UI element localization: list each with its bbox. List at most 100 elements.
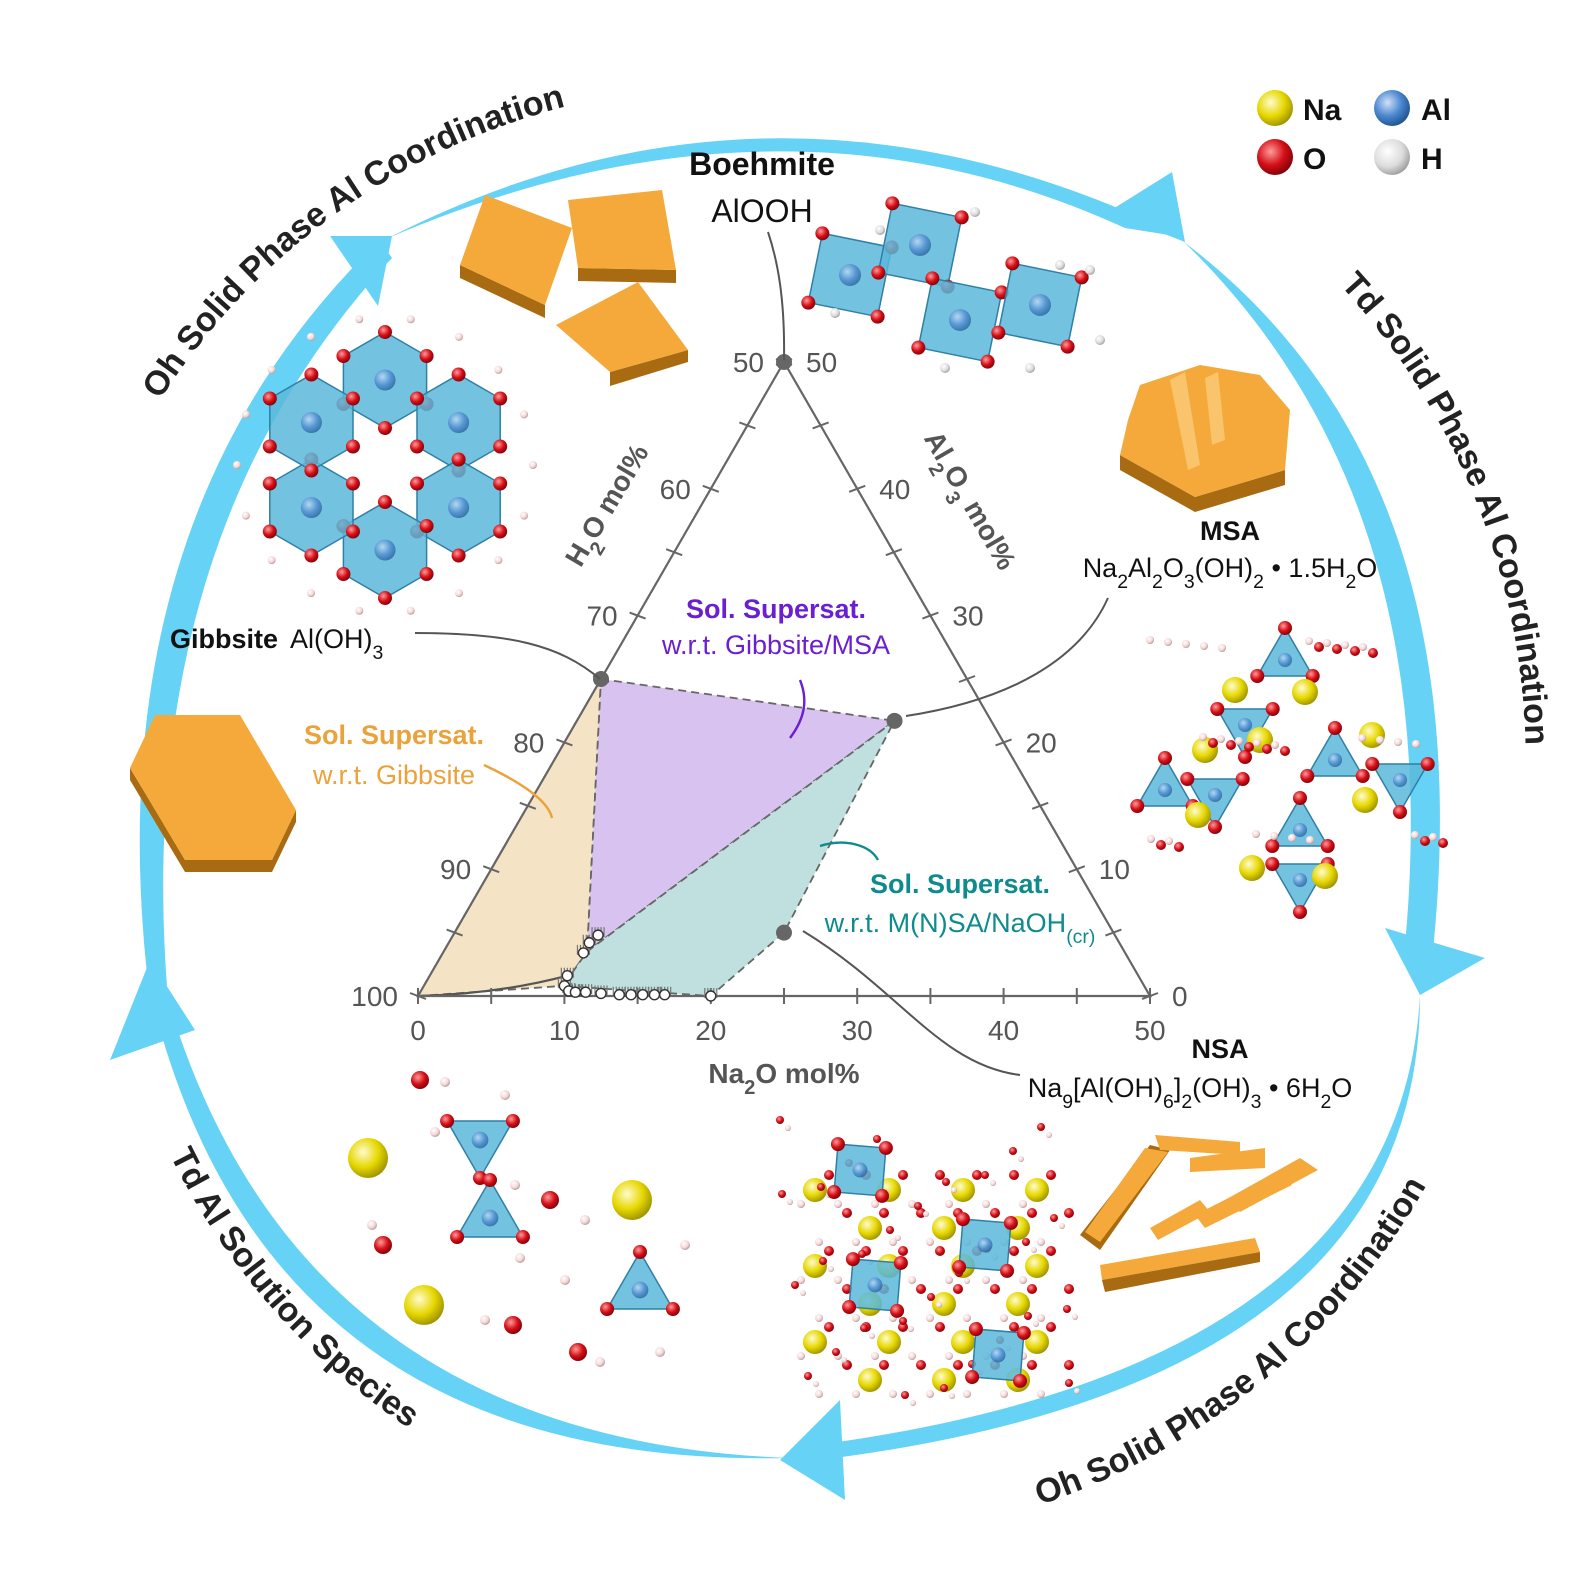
o-atom (1320, 839, 1335, 853)
h-atom (655, 1347, 665, 1357)
h-atom (797, 1200, 805, 1208)
o-atom (886, 1226, 894, 1234)
solubility-point (569, 986, 582, 998)
boehmite-phase-point (776, 354, 792, 370)
o-atom (990, 1208, 1000, 1218)
left-axis-tick (702, 484, 720, 493)
al-atom (300, 496, 322, 519)
gibbsite-region-title: Sol. Supersat. (304, 720, 484, 750)
h-atom (945, 1352, 953, 1360)
right-axis-tick (958, 675, 976, 683)
o-atom (1065, 1379, 1073, 1387)
o-atom (927, 1293, 935, 1301)
h-atom (869, 1333, 875, 1339)
o-atom (1156, 840, 1166, 850)
h-atom (940, 363, 950, 373)
cycle-arrowhead-top (1108, 172, 1185, 242)
crystal-illustrations (130, 190, 1318, 1292)
o-atom (879, 1208, 889, 1218)
solubility-point (648, 989, 661, 1001)
al-atom (1327, 752, 1343, 768)
o-atom (262, 439, 277, 454)
na-atom (404, 1285, 444, 1325)
o-atom (1022, 1238, 1030, 1246)
h-atom (787, 1199, 793, 1205)
h-atom (595, 1357, 605, 1367)
leader-lines (414, 231, 1109, 1076)
o-atom (1244, 742, 1254, 752)
h-atom (455, 332, 463, 341)
o-atom (952, 1260, 967, 1275)
o-atom (791, 1281, 799, 1289)
o-atom (1350, 646, 1360, 656)
legend-al-label: Al (1421, 94, 1451, 127)
o-atom (1208, 820, 1222, 834)
o-atom (541, 1191, 559, 1209)
o-atom (345, 524, 360, 539)
right-tick-label: 30 (952, 601, 983, 632)
o-atom (901, 1391, 909, 1399)
left-axis-tick (629, 611, 646, 620)
o-atom (1005, 256, 1020, 271)
h-atom (307, 332, 315, 341)
gibbsite-label: Gibbsite Al(OH)3 (170, 624, 383, 664)
h-atom (923, 1211, 929, 1217)
cycle-arrowhead-bottom (780, 1400, 845, 1500)
legend-na-sphere (1257, 90, 1293, 126)
o-atom (776, 1116, 784, 1124)
nsa-name: NSA (1191, 1034, 1248, 1064)
h-atom (1235, 737, 1243, 745)
o-atom (1420, 757, 1435, 771)
h-atom (813, 1381, 819, 1387)
na-atom (932, 1216, 956, 1240)
o-atom (451, 367, 466, 382)
cycle-arrowhead-right (1385, 928, 1485, 995)
h-atom (1085, 265, 1095, 275)
al-atom (990, 1347, 1006, 1363)
o-atom (824, 1170, 834, 1180)
cycle-arrowhead-left (110, 960, 195, 1060)
o-atom (879, 1360, 889, 1370)
o-atom (916, 1360, 926, 1370)
h-atom (406, 606, 415, 615)
h-atom (815, 1314, 823, 1322)
na-atom (1239, 855, 1265, 881)
h-atom (1394, 738, 1402, 746)
gibbsite-phase-point (593, 671, 609, 687)
o-atom (262, 391, 277, 406)
legend-na-label: Na (1303, 94, 1342, 127)
h-atom (828, 1266, 834, 1272)
h-atom (1019, 1200, 1027, 1208)
o-atom (1009, 1246, 1019, 1256)
bottom-axis-title: Na2O mol% (708, 1058, 859, 1099)
al-atom (949, 309, 971, 331)
cycle-arrow-upper-left (139, 240, 392, 1000)
o-atom (374, 1236, 392, 1254)
h-atom (797, 1352, 805, 1360)
o-atom (378, 325, 392, 339)
o-atom (1328, 721, 1342, 735)
o-atom (304, 548, 319, 563)
msa-formula: Na2Al2O3(OH)2 • 1.5H2O (1083, 553, 1378, 593)
nsa-phase-point (776, 924, 792, 941)
o-atom (804, 1372, 812, 1380)
h-atom (926, 1238, 934, 1246)
o-atom (860, 1324, 868, 1332)
left-axis-tick (665, 548, 683, 557)
h-atom (1429, 833, 1437, 841)
o-atom (898, 1246, 908, 1256)
o-atom (1064, 1360, 1074, 1370)
o-atom (1046, 1170, 1056, 1180)
o-atom (1355, 769, 1370, 783)
h-atom (1164, 638, 1172, 646)
h-atom (241, 511, 250, 520)
o-atom (858, 1250, 866, 1258)
na-atom (1222, 677, 1248, 703)
al-atom (448, 496, 470, 519)
h-atom (908, 1352, 916, 1360)
h-atom (1019, 1276, 1027, 1284)
solubility-point (705, 990, 717, 1002)
left-tick-label: 80 (513, 727, 544, 758)
h-atom (963, 1314, 971, 1322)
o-atom (600, 1302, 615, 1316)
